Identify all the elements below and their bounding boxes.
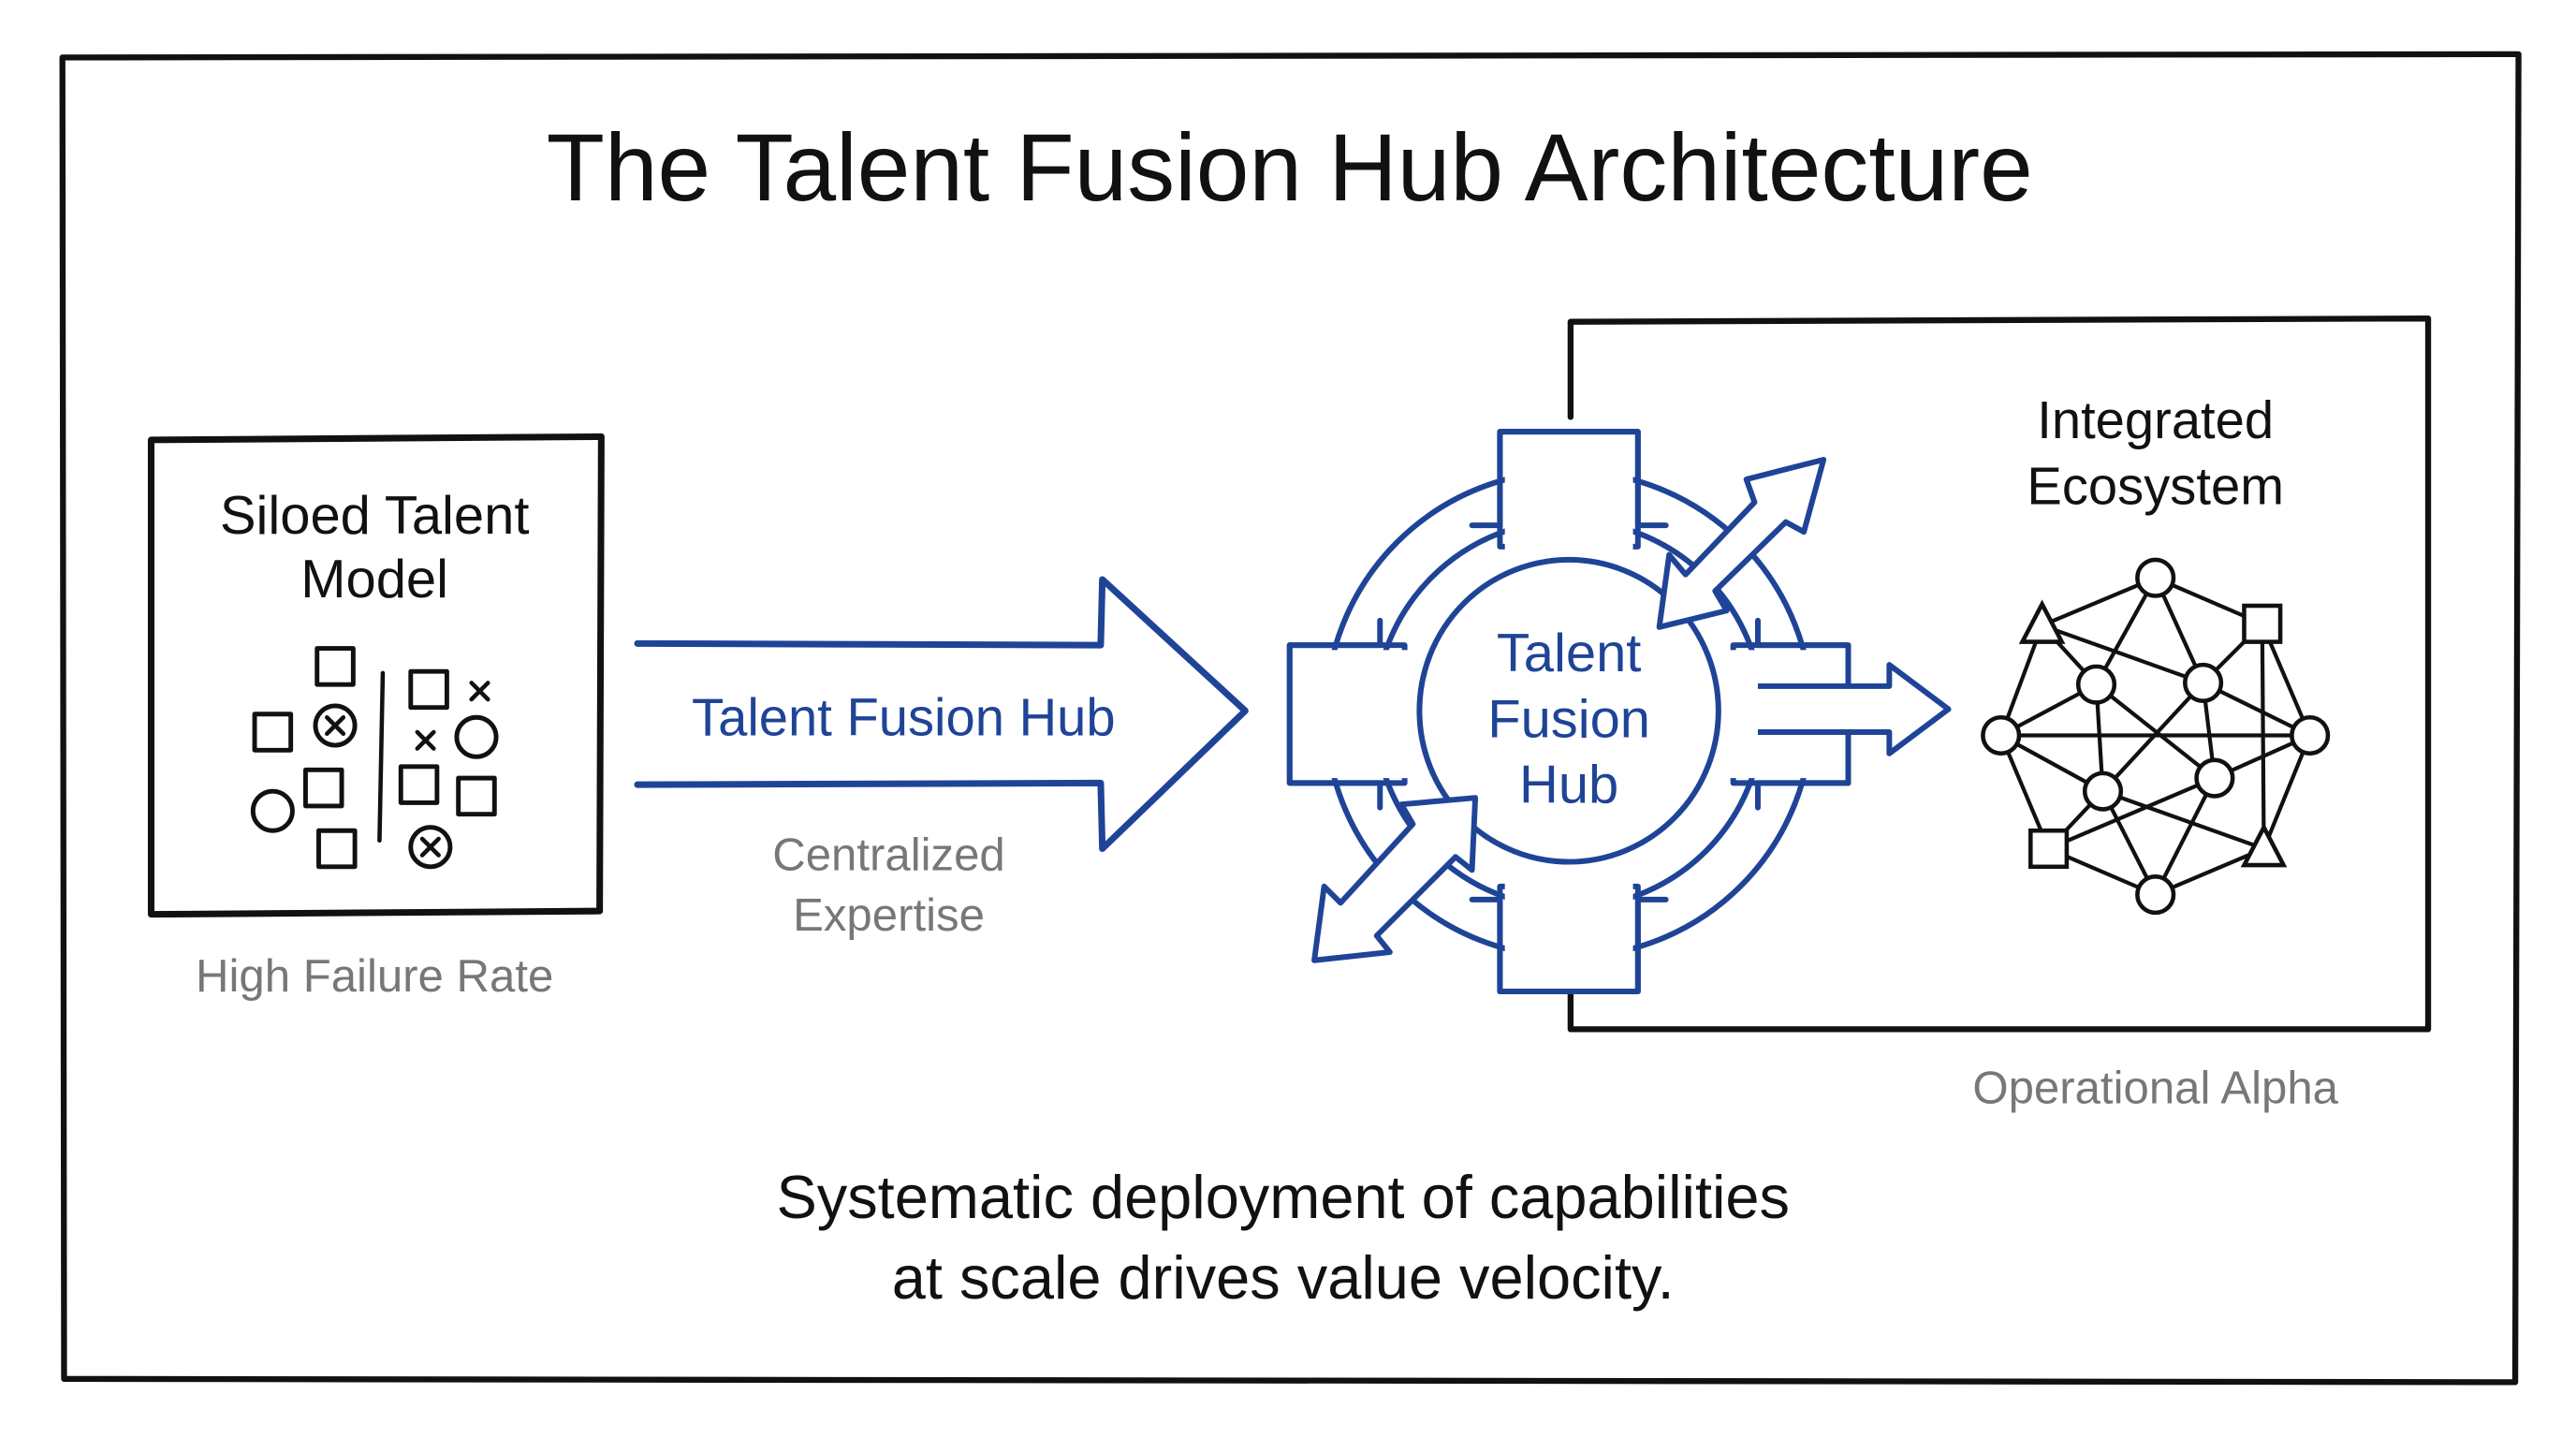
siloed-title-line1: Siloed Talent [220,486,530,546]
network-node-square-icon [2028,828,2070,870]
network-edge [2041,624,2204,685]
square-icon [398,764,440,805]
hub-label-line2: Fusion [1487,689,1650,749]
footer-line1: Systematic deployment of capabilities [776,1163,1790,1231]
square-icon [302,767,344,809]
network-node-circle-icon [2082,770,2124,812]
network-node-circle-icon [2194,757,2235,799]
x-mark-icon [469,681,490,702]
circled-x-icon [313,703,358,748]
network-node-circle-icon [2135,874,2176,916]
ecosystem-title-line1: Integrated [2037,390,2274,449]
big-arrow-icon [634,576,1249,853]
x-mark-icon [419,836,441,858]
network-edge [2261,734,2312,850]
talent-fusion-hub: Talent Fusion Hub [1286,429,1952,995]
ecosystem-caption: Operational Alpha [1972,1063,2338,1113]
silo-divider [377,670,386,844]
hub-label-line3: Hub [1519,755,1618,814]
square-icon [252,712,294,753]
network-edge [2041,576,2157,627]
ecosystem-box-frame [1567,315,2432,1033]
transition-arrow-label: Talent Fusion Hub [692,688,1116,747]
integrated-ecosystem-panel: Integrated Ecosystem Operational Alpha [1972,390,2338,1113]
siloed-caption: High Failure Rate [196,951,553,1002]
x-mark-icon [415,729,436,751]
network-node-circle-icon [2183,662,2224,703]
network-edge [2095,682,2217,780]
network-node-triangle-icon [2018,599,2066,644]
network-node-circle-icon [2135,557,2176,598]
transition-arrow: Talent Fusion Hub Centralized Expertise [634,576,1249,941]
siloed-talent-panel: Siloed Talent Model High Failure Rate [147,433,605,1002]
page-title: The Talent Fusion Hub Architecture [547,114,2033,221]
siloed-box-frame [147,433,605,918]
network-graph-icon [1981,557,2331,916]
ne-double-arrow-icon [1656,456,1827,630]
network-edge [2094,577,2158,686]
hub-label-line1: Talent [1497,624,1642,683]
hub-core-circle [1416,556,1721,865]
network-node-triangle-icon [2240,822,2288,868]
scattered-talent-icons [250,646,499,870]
network-node-square-icon [2242,603,2283,644]
x-mark-icon [324,714,346,737]
network-node-circle-icon [2075,664,2117,705]
square-icon [316,828,358,870]
transition-caption-line1: Centralized [772,829,1005,880]
sw-double-arrow-icon [1311,795,1479,963]
network-edge [2047,776,2216,851]
footer-line2: at scale drives value velocity. [892,1243,1675,1312]
circle-icon [250,788,295,833]
ecosystem-title-line2: Ecosystem [2027,456,2284,515]
outer-frame [59,51,2522,1386]
square-icon [315,646,356,687]
siloed-title-line2: Model [300,550,448,609]
output-arrow-icon [1757,662,1952,756]
circled-x-icon [408,825,453,870]
circle-icon [454,714,499,759]
transition-caption-line2: Expertise [793,890,985,941]
network-node-circle-icon [2290,714,2331,756]
square-icon [456,775,497,817]
square-icon [408,668,449,711]
network-node-circle-icon [1981,714,2022,756]
network-edge [2101,789,2265,851]
network-edge [2153,777,2217,896]
